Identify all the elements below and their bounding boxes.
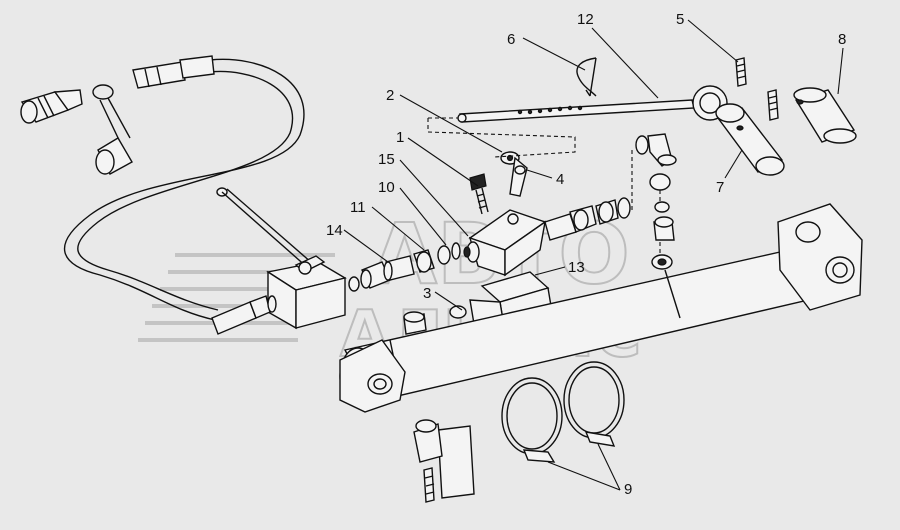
callout-11: 11 (350, 199, 366, 216)
callout-13: 13 (568, 259, 585, 276)
hose (63, 58, 305, 321)
hydraulic-cylinder (339, 203, 863, 413)
left-valve-block (211, 255, 360, 335)
quick-coupling (20, 89, 83, 124)
link-rod (500, 151, 528, 197)
hose-end-fitting-top (132, 55, 215, 89)
callout-1: 1 (396, 129, 404, 146)
callout-4: 4 (556, 171, 564, 188)
callout-14: 14 (326, 222, 343, 239)
callout-8: 8 (838, 31, 846, 48)
watermark-stripes (138, 253, 335, 342)
central-valve-block (463, 209, 547, 277)
callout-15: 15 (378, 151, 395, 168)
sleeve (793, 87, 857, 144)
callout-6: 6 (507, 31, 515, 48)
pin-sleeve (715, 103, 785, 176)
callout-5: 5 (676, 11, 684, 28)
nut-washer (403, 305, 467, 335)
hose-clamps (501, 361, 625, 463)
dust-cap-strap (92, 84, 133, 175)
elbow-fitting (635, 133, 677, 167)
callout-9: 9 (624, 481, 632, 498)
callout-numbers: 1 2 3 4 5 6 7 8 9 10 11 12 13 14 15 (326, 11, 846, 498)
bolt (469, 173, 489, 215)
callout-2: 2 (386, 87, 394, 104)
fitting-chain (360, 242, 461, 289)
right-fitting-chain (544, 173, 675, 270)
callout-7: 7 (716, 179, 724, 196)
stop-block (413, 419, 475, 503)
callout-10: 10 (378, 179, 395, 196)
leader-lines (343, 19, 844, 491)
lever-handle (216, 187, 313, 269)
roll-pins (735, 57, 779, 121)
control-rod (457, 85, 728, 123)
hair-pin (576, 57, 597, 97)
callout-12: 12 (577, 11, 594, 28)
callout-3: 3 (423, 285, 431, 302)
